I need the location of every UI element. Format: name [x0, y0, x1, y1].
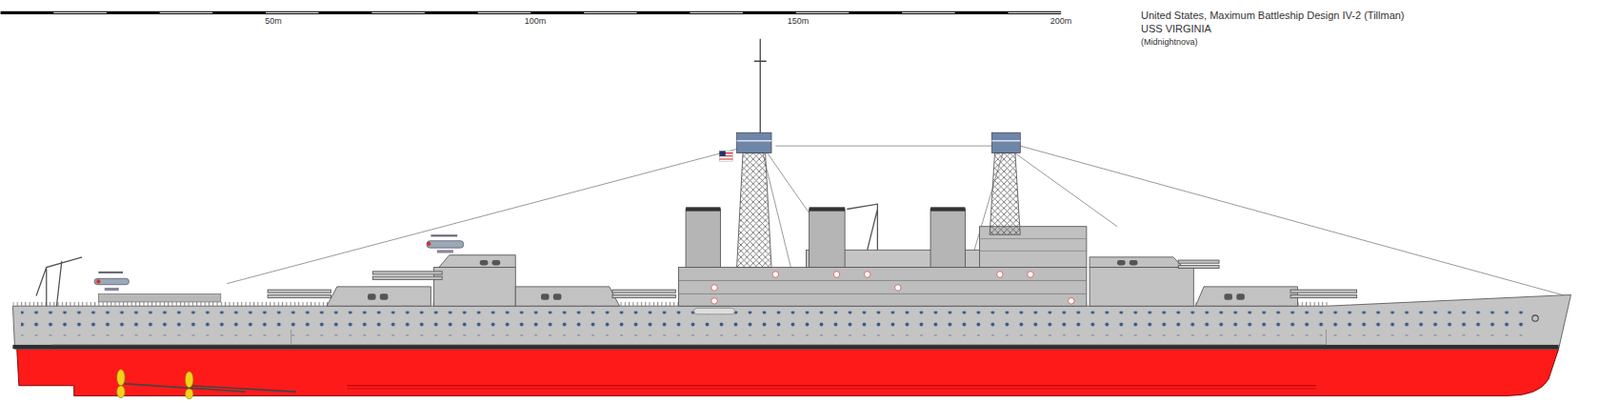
title-text: United States, Maximum Battleship Design…: [1140, 9, 1405, 22]
scale-label: 200m: [1050, 16, 1073, 26]
ship-name: USS VIRGINIA: [1140, 22, 1212, 36]
author-credit: (Midnightnova): [1140, 37, 1199, 47]
scale-label: 150m: [787, 16, 810, 26]
scale-label: 50m: [264, 16, 282, 26]
scale-label: 100m: [524, 16, 547, 26]
